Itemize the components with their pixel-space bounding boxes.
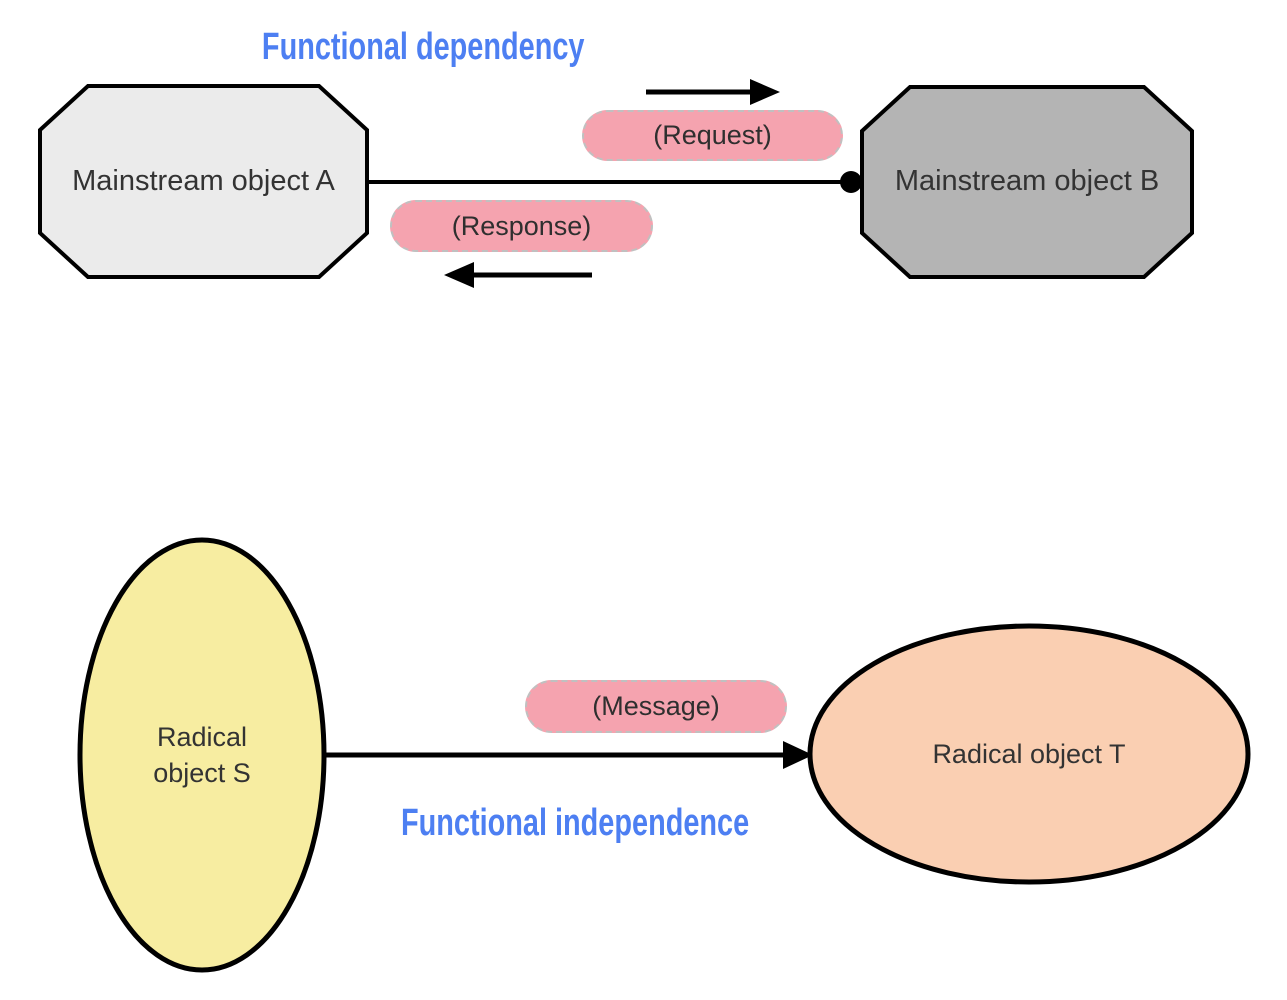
response-pill: (Response) [390,200,653,252]
dependency-endpoint-dot [840,171,862,193]
request-arrow-head [750,79,780,105]
functional-dependency-title: Functional dependency [198,24,648,70]
radical-object-t-shape [807,623,1251,885]
mainstream-object-a-label: Mainstream object A [72,164,335,197]
radical-object-s-shape [77,537,327,973]
mainstream-object-a-shape [38,84,369,279]
functional-dependency-title-text: Functional dependency [261,25,585,68]
radical-object-t-label: Radical object T [932,739,1126,770]
request-pill: (Request) [582,110,843,161]
mainstream-object-b-label: Mainstream object B [894,165,1160,198]
message-pill: (Message) [525,680,787,733]
response-arrow-head [444,262,474,288]
functional-independence-title: Functional independence [350,800,800,846]
message-arrow-head [783,741,813,769]
functional-independence-title-text: Functional independence [400,801,750,844]
radical-object-s-label: Radical object S [153,721,251,788]
mainstream-object-b-shape [860,85,1194,279]
